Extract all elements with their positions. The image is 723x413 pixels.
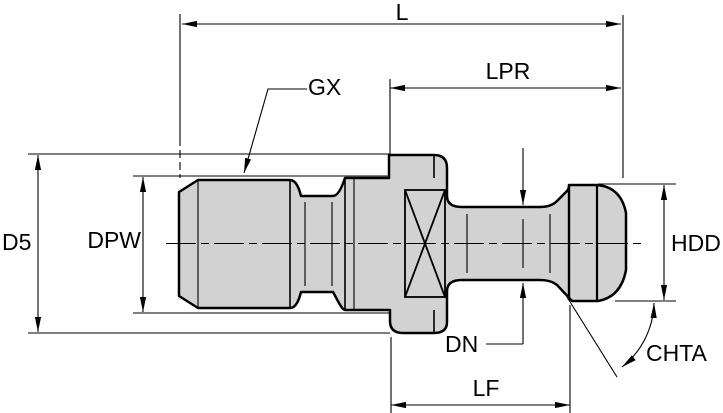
- thread-crest-lines: [133, 175, 389, 314]
- callout-thread: GX: [243, 74, 341, 174]
- label-thread-diameter: DPW: [87, 227, 141, 253]
- dimension-thread-diameter: DPW: [87, 177, 147, 312]
- dimension-neck-diameter: DN: [445, 148, 527, 357]
- label-flange-diameter: D5: [2, 229, 31, 255]
- dimension-head-diameter: HDD: [598, 183, 721, 302]
- label-thread-callout: GX: [308, 74, 341, 100]
- dimension-flange-to-head: LF: [390, 305, 571, 413]
- label-projected-length: LPR: [486, 58, 531, 84]
- label-head-diameter: HDD: [671, 230, 721, 256]
- dimension-overall-length: L: [179, 0, 624, 178]
- dimension-chamfer-angle: CHTA: [566, 296, 708, 378]
- label-flange-to-head: LF: [473, 375, 500, 401]
- dimension-projected-length: LPR: [389, 58, 621, 154]
- label-neck-diameter: DN: [445, 331, 478, 357]
- label-overall-length: L: [396, 0, 409, 25]
- dimension-flange-diameter: D5: [2, 153, 390, 334]
- label-chamfer-angle: CHTA: [646, 340, 708, 366]
- part-silhouette: [133, 153, 641, 335]
